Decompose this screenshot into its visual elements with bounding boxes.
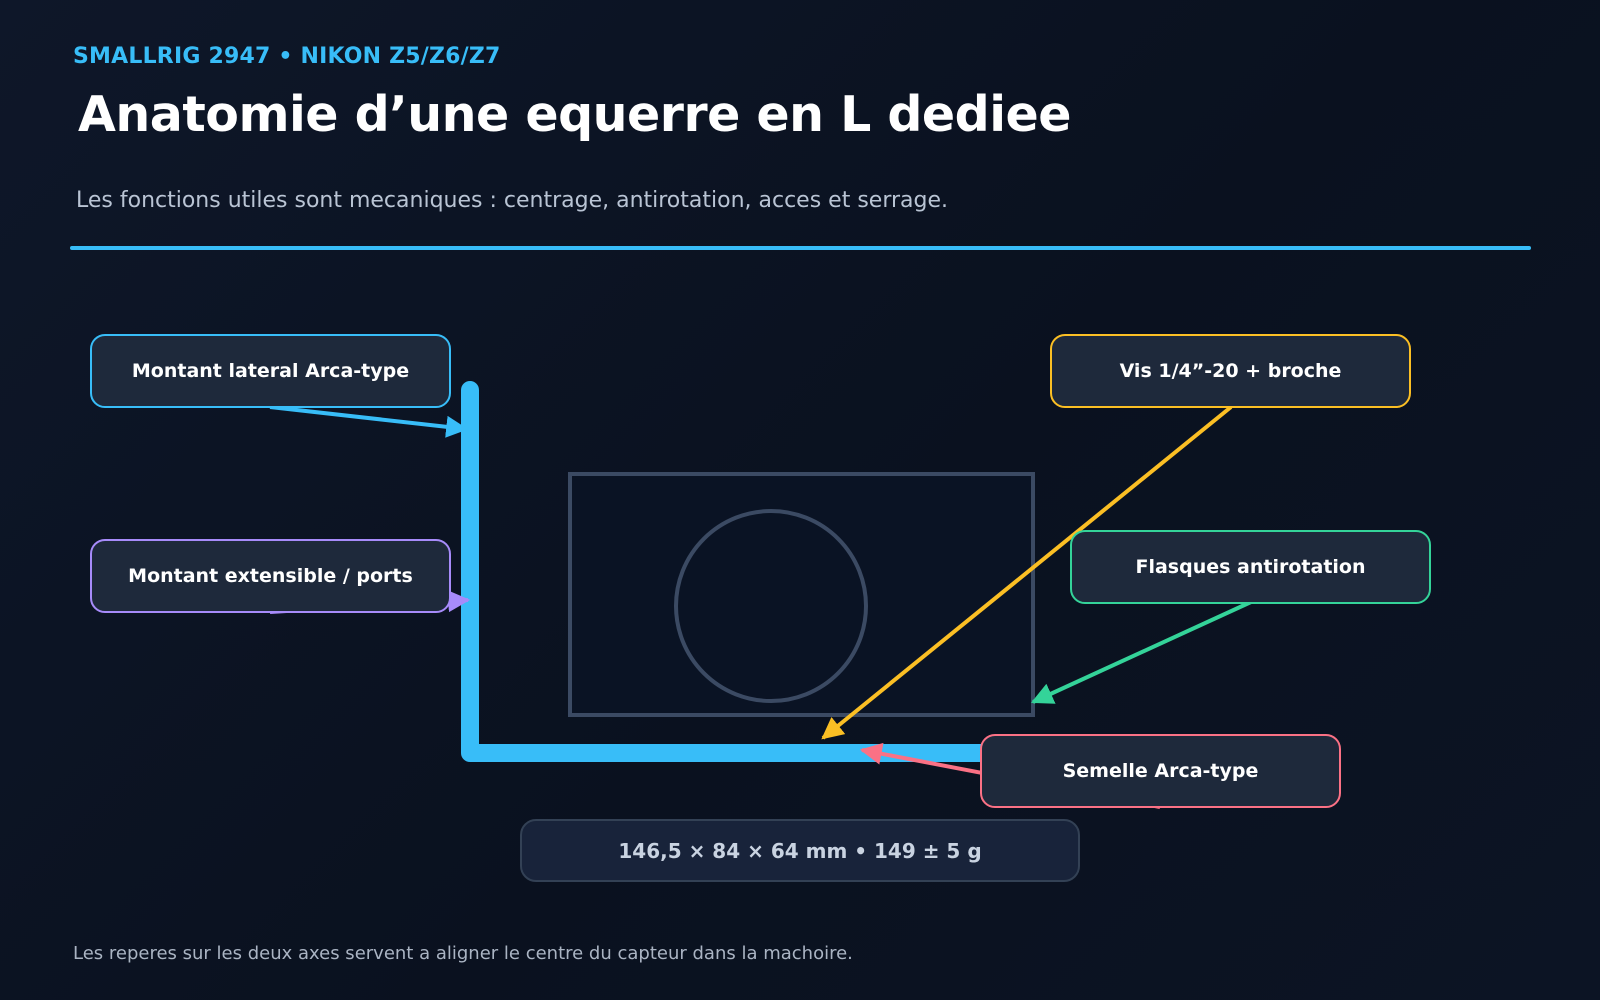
- arrow-lateral: [269, 405, 469, 438]
- l-bracket-shape: [461, 381, 1009, 762]
- header-divider: [70, 246, 1531, 250]
- camera-body-outline: [568, 472, 1035, 717]
- callout-screw-pin: Vis 1/4”-20 + broche: [1050, 334, 1411, 408]
- page-subtitle: Les fonctions utiles sont mecaniques : c…: [76, 188, 948, 213]
- arrow-vis: [821, 405, 1233, 740]
- page-title: Anatomie d’une equerre en L dediee: [78, 86, 1072, 143]
- specs-badge: 146,5 × 84 × 64 mm • 149 ± 5 g: [520, 819, 1080, 882]
- eyebrow-label: SMALLRIG 2947 • NIKON Z5/Z6/Z7: [73, 44, 501, 69]
- footnote: Les reperes sur les deux axes servent a …: [73, 943, 853, 964]
- lens-mount-circle: [674, 509, 868, 703]
- callout-lateral-upright: Montant lateral Arca-type: [90, 334, 451, 408]
- callout-arca-base-plate: Semelle Arca-type: [980, 734, 1341, 808]
- callout-antirotation-flanges: Flasques antirotation: [1070, 530, 1431, 604]
- callout-extensible-upright: Montant extensible / ports: [90, 539, 451, 613]
- arrow-flasques: [1031, 600, 1252, 704]
